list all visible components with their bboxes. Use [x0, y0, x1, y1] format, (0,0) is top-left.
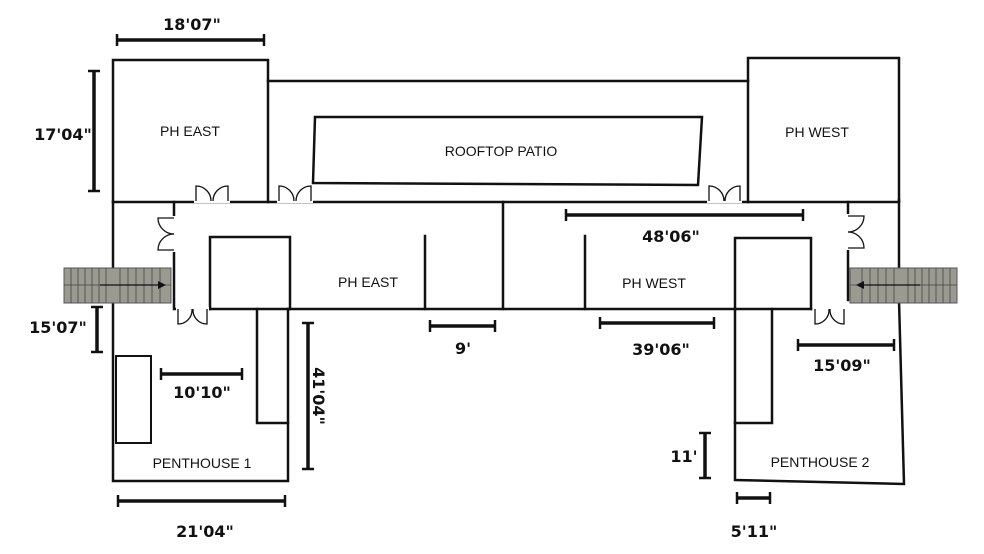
room-label-penthouse-1: PENTHOUSE 1	[153, 455, 252, 471]
dimension-label-ph-east-height: 17'04"	[34, 125, 92, 144]
dimension-line	[428, 320, 497, 332]
door-icon	[176, 307, 209, 325]
dimension-line	[564, 209, 805, 221]
ph-west-top-room	[746, 56, 901, 204]
penthouse-2-room	[733, 298, 906, 486]
dimension-line	[91, 305, 103, 354]
penthouse-1-room	[111, 298, 290, 483]
dimension-line	[735, 492, 772, 504]
dimension-label-penthouse2-side: 15'09"	[813, 356, 871, 375]
dimension-line	[598, 317, 716, 329]
rooftop-patio-area	[266, 79, 750, 187]
dimension-line	[302, 321, 314, 471]
room-label-ph-west-top: PH WEST	[785, 124, 849, 140]
stairs-left	[63, 267, 172, 304]
door-icon	[157, 216, 176, 252]
dimension-label-penthouse1-width: 21'04"	[176, 522, 234, 541]
door-icon	[277, 185, 313, 203]
dimension-label-penthouse1-inner: 10'10"	[173, 383, 231, 402]
door-icon	[194, 185, 230, 203]
dimension-label-penthouse1-depth: 41'04"	[309, 367, 328, 425]
ph-east-top-room	[111, 58, 270, 204]
room-label-ph-east-mid: PH EAST	[338, 274, 398, 290]
arrow-left-icon	[856, 281, 864, 289]
dimension-line	[115, 34, 266, 46]
door-icon	[846, 214, 865, 250]
dimension-line	[159, 368, 244, 380]
room-label-rooftop-patio: ROOFTOP PATIO	[445, 143, 558, 159]
dimension-label-penthouse2-height: 11'	[670, 447, 697, 466]
dimension-line	[88, 69, 100, 193]
door-icon	[707, 185, 742, 203]
dimension-line	[699, 431, 711, 480]
door-icon	[813, 307, 846, 325]
dimension-line	[796, 339, 896, 351]
room-label-penthouse-2: PENTHOUSE 2	[771, 454, 870, 470]
dimension-label-penthouse2-small: 5'11"	[731, 522, 778, 541]
dimension-label-corridor-gap: 9'	[455, 339, 471, 358]
stairs-right	[849, 267, 958, 304]
room-label-ph-east-top: PH EAST	[160, 123, 220, 139]
arrow-right-icon	[158, 281, 166, 289]
dimension-line	[116, 495, 287, 507]
dimension-label-ph-east-width: 18'07"	[163, 15, 221, 34]
dimension-label-ph-west-mid-lower: 39'06"	[632, 340, 690, 359]
room-label-ph-west-mid: PH WEST	[622, 275, 686, 291]
dimension-label-penthouse1-side: 15'07"	[29, 318, 87, 337]
dimension-label-ph-west-mid-width: 48'06"	[642, 227, 700, 246]
